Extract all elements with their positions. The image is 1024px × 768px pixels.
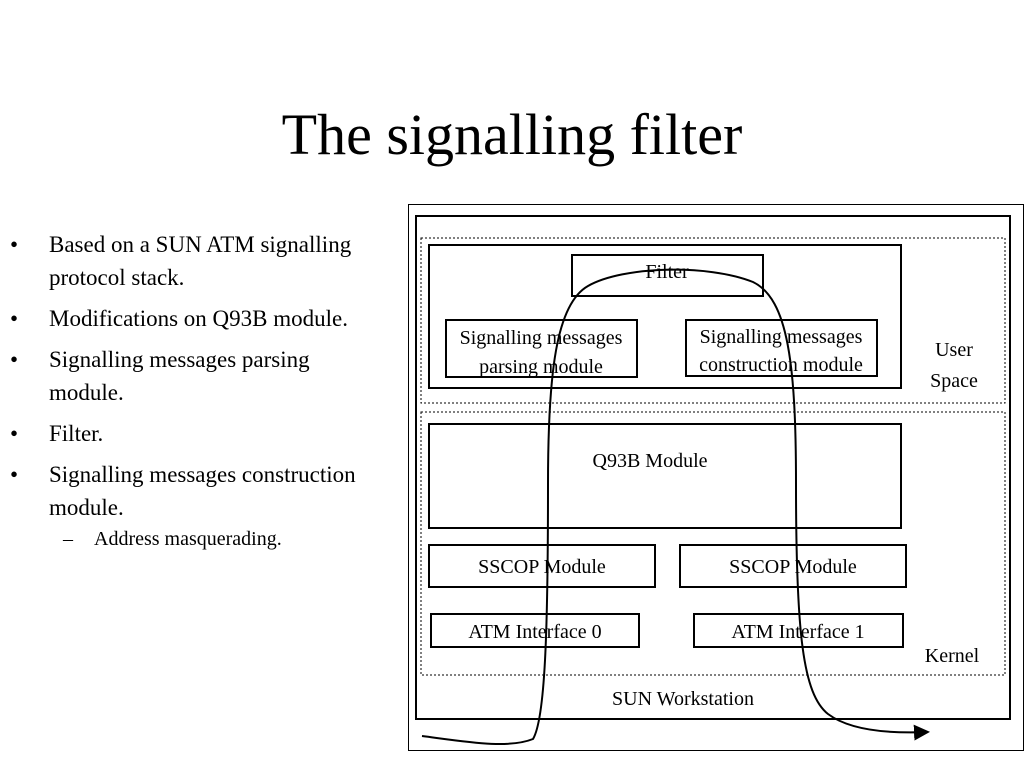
sscop-left-label: SSCOP Module	[478, 556, 606, 578]
bullet-text: Signalling messages construction module.	[49, 462, 356, 520]
user-space-app-box	[428, 244, 902, 389]
filter-label: Filter	[645, 261, 689, 283]
sub-bullet-mark: –	[63, 528, 73, 550]
bullet-mark: •	[10, 347, 19, 372]
parsing-label-line1: Signalling messages	[460, 327, 623, 349]
kernel-label: Kernel	[925, 645, 980, 667]
bullet-text: Based on a SUN ATM signalling protocol s…	[49, 232, 352, 290]
bullet-item: • Signalling messages construction module…	[8, 458, 388, 554]
kernel-region	[420, 411, 1006, 676]
slide-title: The signalling filter	[281, 102, 743, 167]
atm-interface-0-label: ATM Interface 0	[468, 621, 601, 643]
construction-label-line2: construction module	[699, 354, 863, 376]
bullet-mark: •	[10, 306, 19, 331]
bullet-text: Signalling messages parsing module.	[49, 347, 310, 405]
sscop-module-right-box	[679, 544, 907, 588]
atm-interface-0-box	[430, 613, 640, 648]
workstation-label: SUN Workstation	[612, 688, 754, 710]
bullet-text: Modifications on Q93B module.	[49, 306, 348, 331]
bullet-item: • Modifications on Q93B module.	[8, 302, 388, 335]
bullet-item: • Based on a SUN ATM signalling protocol …	[8, 228, 388, 294]
message-flow-arrow	[421, 268, 930, 746]
bullet-mark: •	[10, 421, 19, 446]
bullet-item: • Filter.	[8, 417, 388, 450]
user-space-label-line2: Space	[930, 370, 978, 392]
figure-frame	[408, 204, 1024, 751]
user-space-region	[420, 237, 1006, 404]
bullet-mark: •	[10, 232, 19, 257]
sscop-right-label: SSCOP Module	[729, 556, 857, 578]
architecture-diagram: Filter Signalling messages parsing modul…	[408, 204, 1024, 752]
user-space-label-line1: User	[935, 339, 973, 361]
bullet-list: • Based on a SUN ATM signalling protocol …	[8, 228, 388, 562]
sub-bullet-text: Address masquerading.	[94, 528, 282, 550]
sub-bullet-item: –Address masquerading.	[49, 524, 388, 554]
bullet-item: • Signalling messages parsing module.	[8, 343, 388, 409]
parsing-module-box	[445, 319, 638, 378]
architecture-svg: Filter Signalling messages parsing modul…	[408, 204, 1024, 751]
workstation-box	[415, 215, 1011, 720]
sscop-module-left-box	[428, 544, 656, 588]
bullet-text: Filter.	[49, 421, 104, 446]
bullet-mark: •	[10, 462, 19, 487]
q93b-label: Q93B Module	[593, 450, 708, 472]
construction-label-line1: Signalling messages	[700, 326, 863, 348]
parsing-label-line2: parsing module	[479, 356, 603, 378]
filter-box	[571, 254, 764, 297]
sub-bullet-list: –Address masquerading.	[49, 524, 388, 554]
q93b-module-box	[428, 423, 902, 529]
atm-interface-1-label: ATM Interface 1	[731, 621, 864, 643]
